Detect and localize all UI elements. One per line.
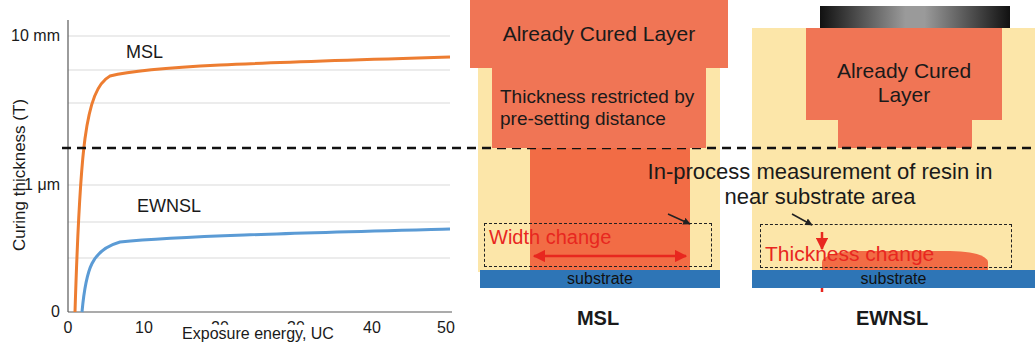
cured-layer: Already Cured Layer [470,0,728,68]
annotation: In-process measurement of resin in near … [640,159,1000,210]
panel-title: EWNSL [856,307,928,330]
measurement-area: Thickness change [760,224,1012,268]
panel-title: MSL [577,307,619,330]
ewnsl-curve [82,229,450,312]
width-arrow [534,255,686,258]
node-text: Already Cured Layer [812,59,996,107]
tick-label: 10 mm [11,27,60,45]
tick-label: 1 μm [24,176,60,194]
substrate: substrate [752,270,1035,288]
node-text: Width change [489,226,611,249]
series-label: MSL [124,42,165,63]
cured-layer: Thickness restricted by pre-setting dist… [492,68,706,148]
resin [752,28,1035,272]
node-text: Already Cured Layer [503,22,696,46]
tick-label: 0 [64,319,73,337]
tick-label: 40 [363,319,381,337]
tick-label: 50 [437,319,455,337]
measurement-area: Width change [484,223,712,267]
msl-curve [75,57,450,312]
axis-title: Exposure energy, UC [180,325,336,343]
tick-label: 10 [135,319,153,337]
cured-layer: Already Cured Layer [806,28,1002,120]
axis-title: Curing thickness (T) [10,99,30,251]
series-label: EWNSL [135,196,203,217]
tick-label: 0 [51,303,60,321]
node-text: substrate [567,270,633,288]
node-text: Thickness change [765,242,934,266]
cured-step [838,118,972,148]
substrate: substrate [480,270,720,288]
node-text: substrate [861,270,927,288]
light-source [820,6,1010,28]
axes [68,20,452,312]
node-text: Thickness restricted by pre-setting dist… [500,86,698,130]
